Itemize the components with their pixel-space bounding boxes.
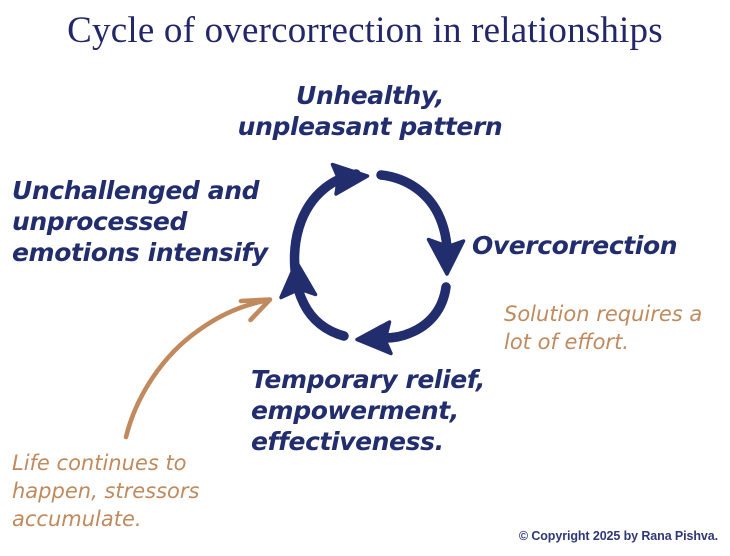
node-label-unchallenged-line1: Unchallenged and <box>12 176 260 205</box>
node-label-temporary-line1: Temporary relief, <box>251 365 486 394</box>
annotation-solution: Solution requires a lot of effort. <box>504 300 729 356</box>
annotation-life-line2: happen, stressors <box>12 479 200 503</box>
page-title: Cycle of overcorrection in relationships <box>67 10 663 51</box>
annotation-life-line3: accumulate. <box>12 507 142 531</box>
node-label-unchallenged-line3: emotions intensify <box>12 238 268 267</box>
node-label-temporary-line3: effectiveness. <box>251 427 444 456</box>
node-label-unhealthy-line2: unpleasant pattern <box>237 112 503 141</box>
node-label-unhealthy-line1: Unhealthy, <box>296 81 444 110</box>
arrow-life-feedback-icon[interactable] <box>123 297 273 440</box>
arrow-top-to-right-icon[interactable] <box>376 170 466 276</box>
cycle-arrow-group <box>279 162 466 356</box>
node-label-overcorrection: Overcorrection <box>472 230 722 261</box>
node-label-unchallenged: Unchallenged and unprocessed emotions in… <box>12 175 282 268</box>
arrow-right-to-bottom-icon[interactable] <box>355 282 451 356</box>
annotation-solution-line1: Solution requires a <box>504 302 703 326</box>
annotation-solution-line2: lot of effort. <box>504 330 629 354</box>
annotation-life: Life continues to happen, stressors accu… <box>12 449 242 533</box>
arrow-left-to-top-icon[interactable] <box>289 162 370 286</box>
arrow-bottom-to-left-icon[interactable] <box>279 260 349 341</box>
node-label-unchallenged-line2: unprocessed <box>12 207 187 236</box>
node-label-overcorrection-line1: Overcorrection <box>472 231 678 260</box>
node-label-temporary-relief: Temporary relief, empowerment, effective… <box>251 364 551 457</box>
annotation-life-line1: Life continues to <box>12 451 187 475</box>
copyright-notice: © Copyright 2025 by Rana Pishva. <box>518 529 718 543</box>
node-label-unhealthy: Unhealthy, unpleasant pattern <box>180 80 560 142</box>
node-label-temporary-line2: empowerment, <box>251 396 459 425</box>
